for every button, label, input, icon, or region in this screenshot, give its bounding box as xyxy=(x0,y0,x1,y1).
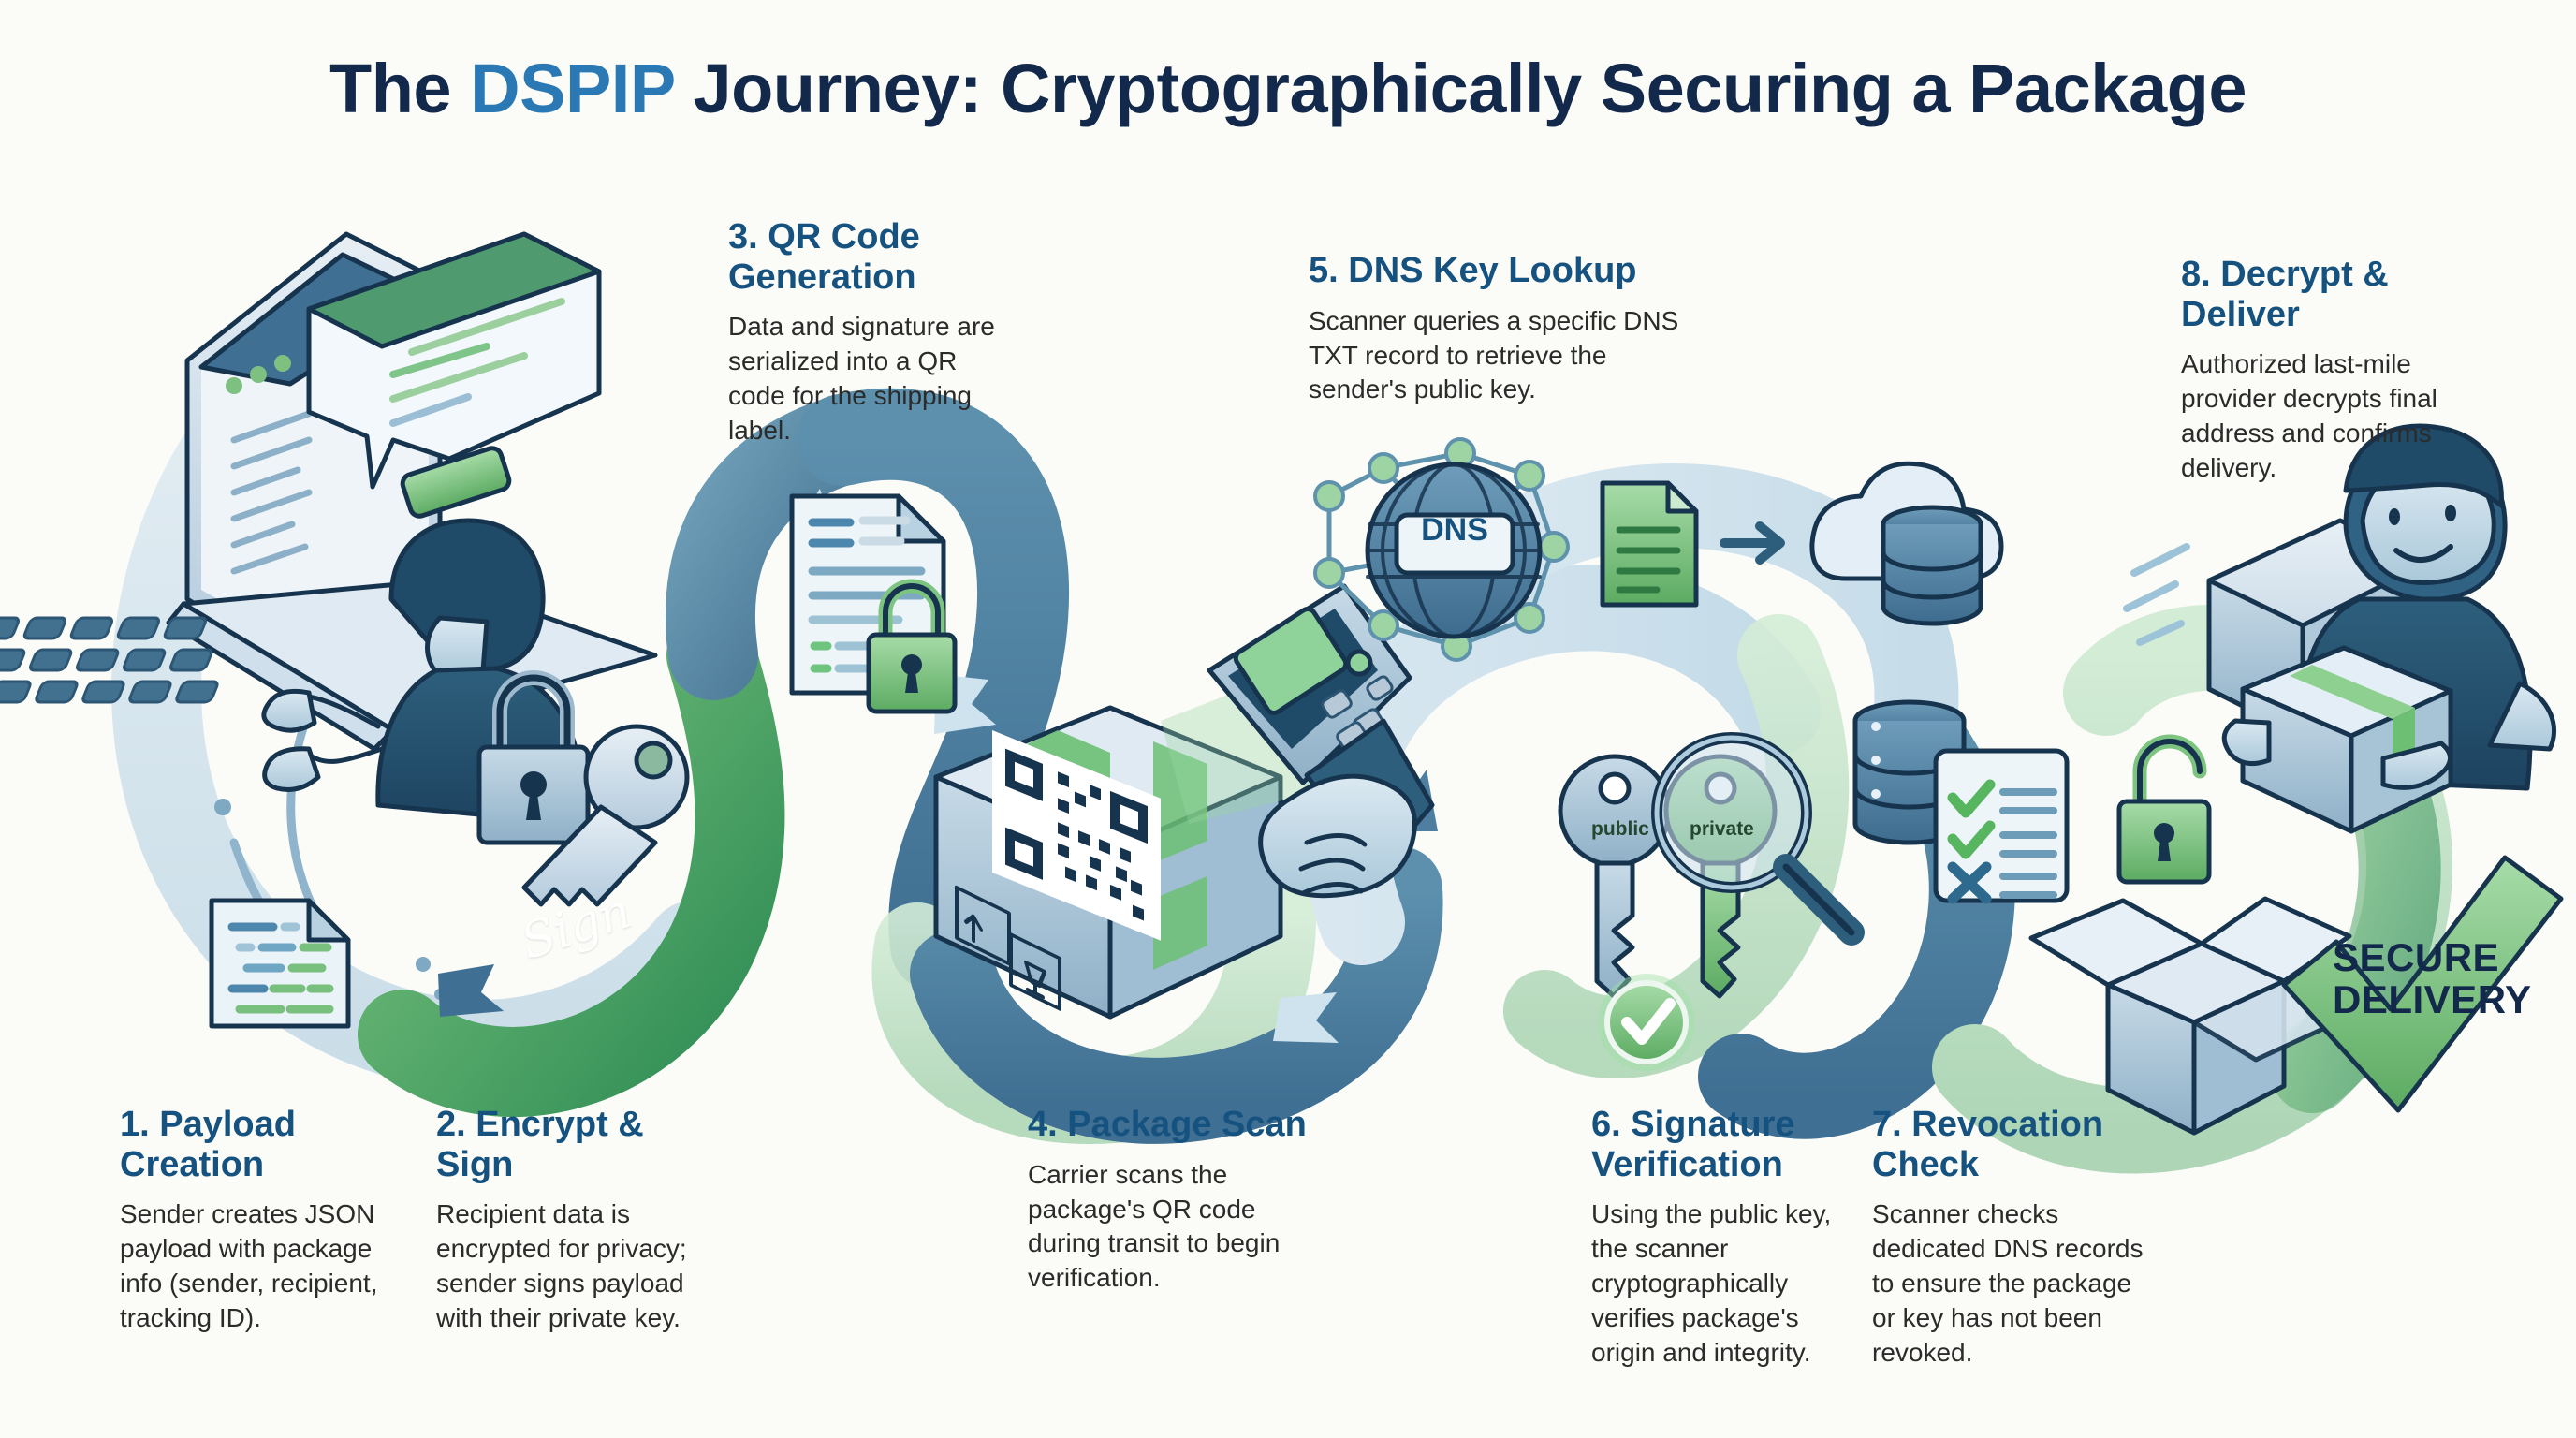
database-stack-icon xyxy=(1852,699,1967,845)
step-3-heading: 3. QR Code Generation xyxy=(728,217,920,297)
padlock-open-icon xyxy=(2116,734,2212,885)
step-3-body: Data and signature are serialized into a… xyxy=(728,312,995,445)
page-title: The DSPIP Journey: Cryptographically Sec… xyxy=(0,49,2576,128)
padlock-closed-icon xyxy=(476,670,591,845)
cloud-database-icon xyxy=(1809,461,2004,626)
step-6-heading: 6. Signature Verification xyxy=(1591,1105,1795,1184)
handheld-scanner-icon xyxy=(1207,583,1435,899)
laptop-workstation-icon xyxy=(0,231,658,752)
step-7-heading: 7. Revocation Check xyxy=(1872,1105,2104,1184)
step-1-payload-creation: 1. Payload Creation Sender creates JSON … xyxy=(120,1105,401,1336)
step-6-body: Using the public key, the scanner crypto… xyxy=(1591,1199,1832,1367)
txt-record-document-icon xyxy=(1600,480,1785,608)
step-4-package-scan: 4. Package Scan Carrier scans the packag… xyxy=(1028,1105,1309,1296)
step-7-body: Scanner checks dedicated DNS records to … xyxy=(1872,1199,2144,1367)
document-locked-icon xyxy=(789,493,958,714)
magnifier-icon xyxy=(1651,732,1865,946)
step-7-revocation-check: 7. Revocation Check Scanner checks dedic… xyxy=(1872,1105,2153,1371)
title-accent: DSPIP xyxy=(470,50,675,127)
step-5-body: Scanner queries a specific DNS TXT recor… xyxy=(1309,305,1679,404)
title-suffix: Journey: Cryptographically Securing a Pa… xyxy=(674,50,2247,127)
dns-globe-icon xyxy=(1313,437,1570,662)
database-icon xyxy=(1881,505,1983,626)
step-6-signature-verification: 6. Signature Verification Using the publ… xyxy=(1591,1105,1853,1371)
step-4-body: Carrier scans the package's QR code duri… xyxy=(1028,1159,1281,1293)
key-private-label: private xyxy=(1690,818,1754,840)
step-1-heading: 1. Payload Creation xyxy=(120,1105,296,1184)
revocation-checklist-icon xyxy=(1933,748,2070,904)
step-5-dns-key-lookup: 5. DNS Key Lookup Scanner queries a spec… xyxy=(1309,251,1683,407)
key-pair-icon xyxy=(1558,732,1865,1071)
step-4-heading: 4. Package Scan xyxy=(1028,1105,1307,1144)
step-5-heading: 5. DNS Key Lookup xyxy=(1309,251,1637,290)
key-private-icon xyxy=(1663,754,1778,999)
key-public-icon xyxy=(1558,754,1672,999)
key-icon xyxy=(521,724,690,907)
step-1-body: Sender creates JSON payload with package… xyxy=(120,1199,378,1332)
step-8-decrypt-deliver: 8. Decrypt & Deliver Authorized last-mil… xyxy=(2181,255,2462,486)
step-8-heading: 8. Decrypt & Deliver xyxy=(2181,255,2389,334)
key-public-label: public xyxy=(1591,818,1649,840)
person-typing-icon xyxy=(261,518,584,827)
step-2-body: Recipient data is encrypted for privacy;… xyxy=(436,1199,687,1332)
step-8-body: Authorized last-mile provider decrypts f… xyxy=(2181,349,2437,482)
signature-script-label: Sign xyxy=(514,883,638,971)
dns-badge-label: DNS xyxy=(1421,512,1488,548)
package-qr-icon xyxy=(933,655,1376,1020)
title-prefix: The xyxy=(329,50,471,127)
open-box-icon xyxy=(2028,896,2352,1136)
step-2-heading: 2. Encrypt & Sign xyxy=(436,1105,644,1184)
json-document-icon xyxy=(209,898,351,1029)
verified-check-badge-icon xyxy=(1598,974,1695,1071)
courier-person-icon xyxy=(2221,423,2556,834)
step-2-encrypt-sign: 2. Encrypt & Sign Recipient data is encr… xyxy=(436,1105,726,1336)
secure-delivery-label: SECURE DELIVERY xyxy=(2333,935,2532,1022)
step-3-qr-code-generation: 3. QR Code Generation Data and signature… xyxy=(728,217,1000,448)
